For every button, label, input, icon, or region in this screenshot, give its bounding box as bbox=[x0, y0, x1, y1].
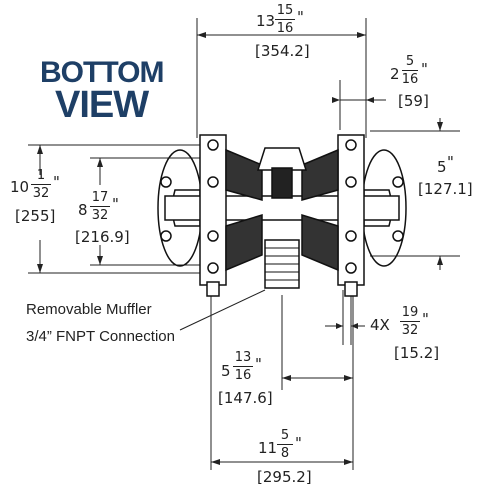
dim-overall-height-den: 32 bbox=[32, 186, 50, 201]
dim-base-width-den: 8 bbox=[280, 446, 290, 461]
dim-top-offset-num: 5 bbox=[405, 54, 415, 69]
dim-half-width-whole: 5 bbox=[221, 362, 231, 380]
dim-hole-den: 32 bbox=[401, 323, 419, 338]
muffler-callout-line2: 3/4” FNPT Connection bbox=[26, 328, 175, 345]
dim-half-width-unit: " bbox=[255, 355, 262, 373]
dim-overall-width-den: 16 bbox=[276, 21, 294, 36]
dim-bolt-height-unit: " bbox=[447, 153, 454, 171]
dim-base-width-metric: [295.2] bbox=[257, 468, 312, 486]
dim-inner-height-metric: [216.9] bbox=[75, 228, 130, 246]
dim-overall-height-num: 1 bbox=[36, 168, 46, 183]
dim-inner-height-num: 17 bbox=[91, 190, 109, 205]
dim-half-width-den: 16 bbox=[234, 368, 252, 383]
dim-base-width-whole: 11 bbox=[258, 439, 278, 457]
dim-bolt-height-metric: [127.1] bbox=[418, 180, 473, 198]
view-title-line1: BOTTOM bbox=[40, 56, 164, 89]
dim-hole-prefix: 4X bbox=[370, 316, 390, 334]
muffler-callout-line1: Removable Muffler bbox=[26, 301, 152, 318]
dim-overall-width-whole: 13 bbox=[256, 12, 276, 30]
dim-top-offset-metric: [59] bbox=[398, 92, 429, 110]
dim-top-offset-den: 16 bbox=[401, 72, 419, 87]
dim-overall-width-num: 15 bbox=[276, 3, 294, 18]
dim-overall-height-unit: " bbox=[53, 173, 60, 191]
dim-overall-width-metric: [354.2] bbox=[255, 42, 310, 60]
pump-body bbox=[157, 134, 407, 297]
dim-top-offset-unit: " bbox=[421, 60, 428, 78]
dim-overall-width-unit: " bbox=[297, 8, 304, 26]
dim-hole-unit: " bbox=[422, 310, 429, 328]
dim-hole-num: 19 bbox=[401, 305, 419, 320]
dim-half-width-num: 13 bbox=[234, 350, 252, 365]
dim-inner-height-unit: " bbox=[112, 195, 119, 213]
dim-inner-height-den: 32 bbox=[91, 208, 109, 223]
view-title-line2: VIEW bbox=[55, 84, 149, 126]
dim-overall-height-whole: 10 bbox=[10, 178, 30, 196]
dim-base-width-unit: " bbox=[295, 434, 302, 452]
dim-half-width-metric: [147.6] bbox=[218, 389, 273, 407]
muffler-leader-line bbox=[179, 289, 266, 331]
dim-inner-height-whole: 8 bbox=[78, 201, 88, 219]
dim-base-width-num: 5 bbox=[280, 428, 290, 443]
dim-top-offset-whole: 2 bbox=[390, 65, 400, 83]
dim-hole-metric: [15.2] bbox=[394, 344, 440, 362]
dim-bolt-height-whole: 5 bbox=[437, 158, 447, 176]
dim-overall-height-metric: [255] bbox=[15, 207, 56, 225]
